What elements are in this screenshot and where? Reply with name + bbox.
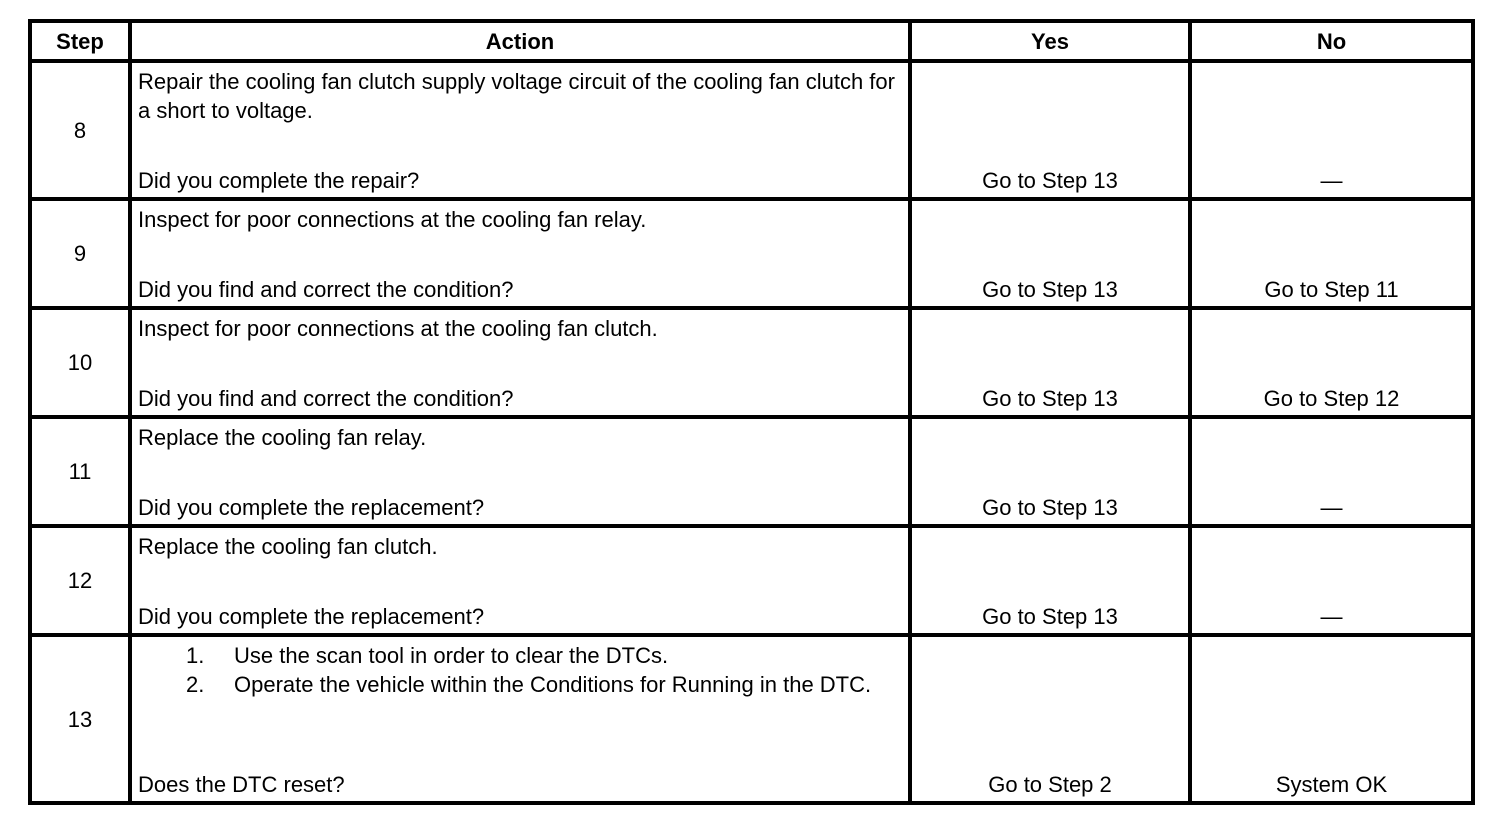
no-result: Go to Step 11 [1188,197,1475,310]
action-text: Replace the cooling fan relay. [138,425,427,450]
action-question: Did you find and correct the condition? [138,386,514,411]
substep-item: 2. Operate the vehicle within the Condit… [138,670,902,699]
step-number: 9 [28,197,132,310]
action-cell: Repair the cooling fan clutch supply vol… [128,59,912,201]
no-result: — [1188,59,1475,201]
header-step: Step [28,19,132,63]
substep-item: 1. Use the scan tool in order to clear t… [138,641,902,670]
substep-text: Use the scan tool in order to clear the … [234,643,669,668]
action-cell: Inspect for poor connections at the cool… [128,197,912,310]
substep-number: 2. [186,672,205,697]
yes-result: Go to Step 13 [908,524,1192,637]
no-result: — [1188,524,1475,637]
action-question: Did you find and correct the condition? [138,277,514,302]
substep-text: Operate the vehicle within the Condition… [234,672,872,697]
no-result: System OK [1188,633,1475,805]
header-no: No [1188,19,1475,63]
diagnostic-table: Step Action Yes No 8 Repair the cooling … [28,19,1475,805]
action-cell: 1. Use the scan tool in order to clear t… [128,633,912,805]
yes-result: Go to Step 13 [908,197,1192,310]
step-number: 8 [28,59,132,201]
yes-result: Go to Step 13 [908,59,1192,201]
yes-result: Go to Step 2 [908,633,1192,805]
action-text: Repair the cooling fan clutch supply vol… [138,69,895,123]
table-row: 11 Replace the cooling fan relay. Did yo… [28,415,1475,528]
header-action: Action [128,19,912,63]
yes-result: Go to Step 13 [908,306,1192,419]
step-number: 10 [28,306,132,419]
action-cell: Replace the cooling fan clutch. Did you … [128,524,912,637]
table-row: 12 Replace the cooling fan clutch. Did y… [28,524,1475,637]
header-row: Step Action Yes No [28,19,1475,63]
action-text: Inspect for poor connections at the cool… [138,207,647,232]
action-text: Replace the cooling fan clutch. [138,534,438,559]
substep-number: 1. [186,643,205,668]
step-number: 11 [28,415,132,528]
step-number: 12 [28,524,132,637]
action-cell: Inspect for poor connections at the cool… [128,306,912,419]
no-result: Go to Step 12 [1188,306,1475,419]
substep-list: 1. Use the scan tool in order to clear t… [138,641,902,699]
action-cell: Replace the cooling fan relay. Did you c… [128,415,912,528]
action-question: Did you complete the repair? [138,168,420,193]
action-question: Did you complete the replacement? [138,495,485,520]
action-question: Did you complete the replacement? [138,604,485,629]
table-row: 13 1. Use the scan tool in order to clea… [28,633,1475,805]
action-question: Does the DTC reset? [138,772,345,797]
no-result: — [1188,415,1475,528]
table-row: 9 Inspect for poor connections at the co… [28,197,1475,310]
table-row: 10 Inspect for poor connections at the c… [28,306,1475,419]
table-row: 8 Repair the cooling fan clutch supply v… [28,59,1475,201]
header-yes: Yes [908,19,1192,63]
step-number: 13 [28,633,132,805]
yes-result: Go to Step 13 [908,415,1192,528]
action-text: Inspect for poor connections at the cool… [138,316,658,341]
